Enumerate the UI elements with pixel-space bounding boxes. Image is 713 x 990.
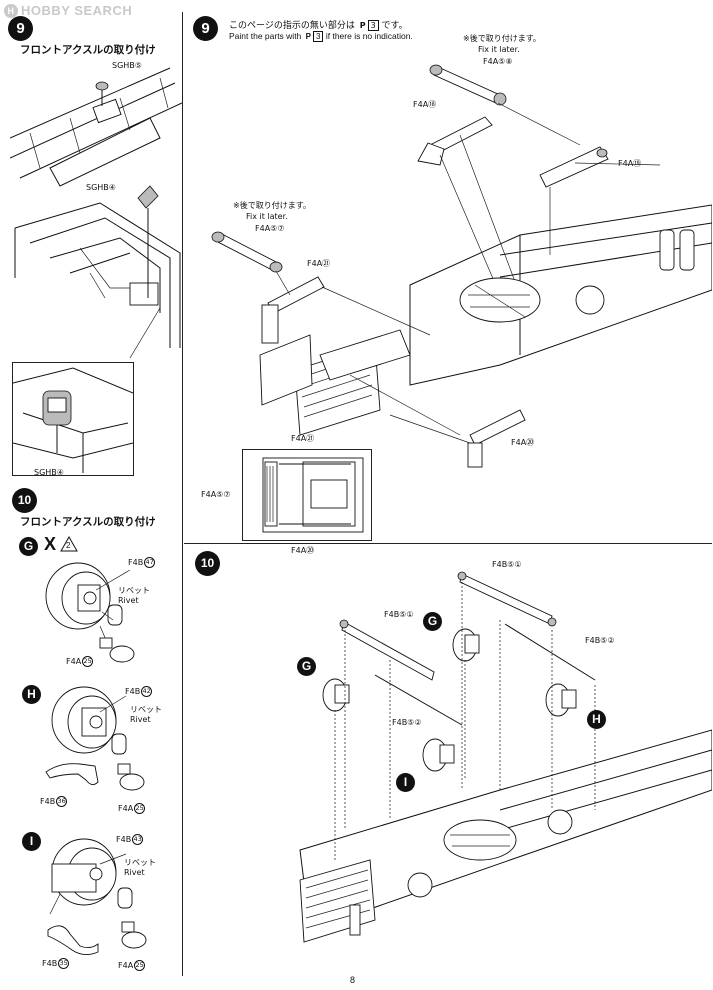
inset-label-bottom: F4A⑳ xyxy=(291,546,315,555)
option-h-badge: H xyxy=(22,685,41,704)
part-f4a-18: F4A⑱ xyxy=(413,100,437,109)
option-g-badge: G xyxy=(19,537,38,556)
column-divider xyxy=(182,12,183,976)
step-10-badge-right: 10 xyxy=(195,551,220,576)
step-9-badge-left: 9 xyxy=(8,16,33,41)
fix-later-jp-left: ※後で取り付けます。 xyxy=(233,201,311,210)
part-label-sghb-4-a: SGHB④ xyxy=(86,183,116,192)
warning-triangle-icon xyxy=(60,536,78,552)
step-10-title-left: フロントアクスルの取り付け xyxy=(20,516,156,528)
option-i-hub-drawing xyxy=(47,838,147,955)
hobby-search-logo-icon: H xyxy=(4,3,18,18)
fix-later-en-top: Fix it later. xyxy=(478,45,520,54)
front-axle-frame-drawing-top xyxy=(10,67,182,358)
step-9-badge-right: 9 xyxy=(193,16,218,41)
opt-g-rivet-en: Rivet xyxy=(118,596,139,605)
part-f4a-19: F4A⑲ xyxy=(618,159,642,168)
part-label-sghb-4-b: SGHB④ xyxy=(34,468,64,477)
step9-chassis-assembly-drawing xyxy=(211,64,712,468)
step10-chassis-assembly-drawing xyxy=(299,571,712,943)
part-f4a-21: F4A㉑ xyxy=(307,259,331,268)
fix-later-jp-top: ※後で取り付けます。 xyxy=(463,34,541,43)
option-g-badge-left: G xyxy=(297,657,316,676)
watermark: H HOBBY SEARCH xyxy=(4,3,132,18)
step-divider-right xyxy=(184,543,712,544)
page-number: 8 xyxy=(350,975,356,985)
part-f4a-20: F4A⑳ xyxy=(511,438,535,447)
inset-label-top: F4A㉑ xyxy=(291,434,315,443)
step9-detail-inset-drawing xyxy=(262,457,364,533)
option-g-badge-right: G xyxy=(423,612,442,631)
x-mark: X xyxy=(44,534,57,554)
watermark-text: HOBBY SEARCH xyxy=(21,3,133,18)
detail-inset-box xyxy=(12,362,134,476)
opt-g-rivet-jp: リベット xyxy=(118,586,150,595)
option-i-badge: I xyxy=(22,832,41,851)
detail-inset-drawing xyxy=(13,367,133,473)
option-i-badge-right: I xyxy=(396,773,415,792)
step9-detail-inset-box xyxy=(242,449,372,541)
part-f4b-52-right: F4B⑤② xyxy=(585,636,615,645)
option-h-hub-drawing xyxy=(45,686,145,791)
step-9-title-left: フロントアクスルの取り付け xyxy=(20,44,156,56)
step-10-badge-left: 10 xyxy=(12,488,37,513)
part-label-sghb-5: SGHB⑤ xyxy=(112,61,142,70)
inset-label-left: F4A⑤⑦ xyxy=(201,490,231,499)
opt-h-rivet-jp: リベット xyxy=(130,705,162,714)
part-f4a-57: F4A⑤⑦ xyxy=(255,224,285,233)
part-f4b-51-top: F4B⑤① xyxy=(492,560,522,569)
part-f4b-51-left: F4B⑤① xyxy=(384,610,414,619)
fix-later-en-left: Fix it later. xyxy=(246,212,288,221)
opt-i-rivet-jp: リベット xyxy=(124,858,156,867)
opt-i-rivet-en: Rivet xyxy=(124,868,145,877)
option-g-hub-drawing xyxy=(45,562,135,663)
part-f4b-52-left: F4B⑤② xyxy=(392,718,422,727)
part-f4a-58: F4A⑤⑧ xyxy=(483,57,513,66)
option-h-badge-right: H xyxy=(587,710,606,729)
warning-triangle-number: 2 xyxy=(66,541,71,550)
opt-h-rivet-en: Rivet xyxy=(130,715,151,724)
